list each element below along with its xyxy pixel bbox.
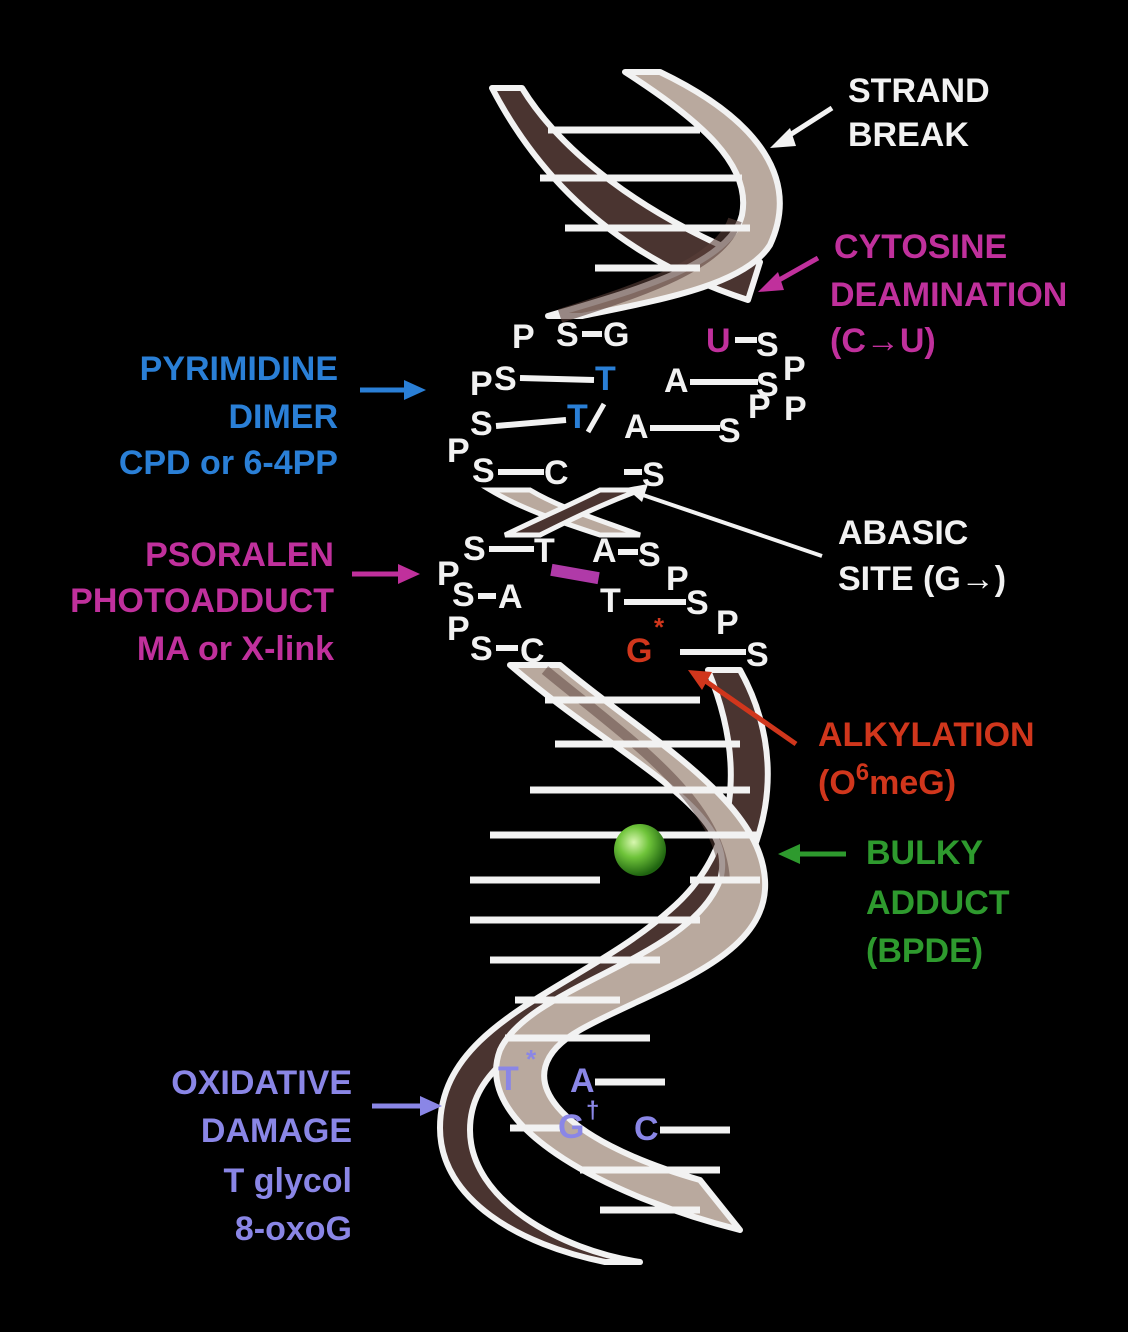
- label-psoralen: PSORALEN PHOTOADDUCT MA or X-link: [70, 536, 420, 668]
- base-a: A: [664, 362, 689, 400]
- base-t-glycol: T: [498, 1060, 519, 1098]
- strand-break-line-2: BREAK: [848, 116, 969, 154]
- alkylation-line-2: (O6meG): [818, 759, 956, 802]
- oxidative-star: *: [526, 1044, 537, 1074]
- abasic-line-2: SITE (G→): [838, 560, 1006, 598]
- base-p: P: [470, 365, 493, 403]
- bulky-line-2: ADDUCT: [866, 884, 1010, 922]
- base-p: P: [447, 610, 470, 648]
- pyrimidine-line-3: CPD or 6-4PP: [119, 444, 338, 482]
- oxidative-line-2: DAMAGE: [201, 1112, 352, 1150]
- base-s: S: [463, 530, 486, 568]
- label-alkylation: ALKYLATION (O6meG): [688, 670, 1035, 802]
- base-s: S: [470, 630, 493, 668]
- label-strand-break: STRAND BREAK: [770, 72, 990, 154]
- helix-bottom: [437, 662, 771, 1265]
- base-p: P: [716, 604, 739, 642]
- base-t-dimer: T: [567, 398, 588, 436]
- base-p: P: [784, 390, 807, 428]
- cytosine-line-2: DEAMINATION: [830, 276, 1067, 314]
- bulky-line-3: (BPDE): [866, 932, 983, 970]
- base-c: C: [634, 1110, 659, 1148]
- base-g-8oxo: G: [558, 1108, 584, 1146]
- base-p: P: [512, 318, 535, 356]
- abasic-arrow: [639, 492, 823, 558]
- base-letters: P S G U S P P S T A S P S T A S P P S C …: [437, 316, 807, 1148]
- base-a: A: [570, 1062, 595, 1100]
- base-s: S: [746, 636, 769, 674]
- base-c: C: [520, 632, 545, 670]
- base-s: S: [756, 326, 779, 364]
- bulky-line-1: BULKY: [866, 834, 983, 872]
- cytosine-line-3: (C→U): [830, 322, 936, 360]
- label-cytosine-deamination: CYTOSINE DEAMINATION (C→U): [758, 228, 1067, 360]
- base-a: A: [624, 408, 649, 446]
- base-s: S: [756, 366, 779, 404]
- base-s: S: [556, 316, 579, 354]
- oxidative-line-1: OXIDATIVE: [171, 1064, 352, 1102]
- base-t: T: [534, 532, 555, 570]
- oxidative-line-4: 8-oxoG: [235, 1210, 352, 1248]
- base-t: T: [600, 582, 621, 620]
- base-a: A: [498, 578, 523, 616]
- base-s: S: [718, 412, 741, 450]
- psoralen-crosslink: [550, 563, 600, 585]
- base-s: S: [470, 405, 493, 443]
- bulky-adduct-sphere: [614, 824, 666, 876]
- alkylation-arrow: [702, 677, 798, 747]
- base-c: C: [544, 454, 569, 492]
- label-abasic-site: ABASIC SITE (G→): [626, 484, 1006, 598]
- base-t-dimer: T: [595, 360, 616, 398]
- label-pyrimidine-dimer: PYRIMIDINE DIMER CPD or 6-4PP: [119, 350, 426, 482]
- base-g: G: [603, 316, 629, 354]
- cytosine-line-1: CYTOSINE: [834, 228, 1007, 266]
- base-p: P: [437, 555, 460, 593]
- psoralen-line-1: PSORALEN: [145, 536, 334, 574]
- base-g-alkylated: G: [626, 632, 652, 670]
- base-a: A: [592, 532, 617, 570]
- alkylation-line-1: ALKYLATION: [818, 716, 1035, 754]
- label-bulky-adduct: BULKY ADDUCT (BPDE): [778, 834, 1010, 970]
- base-s: S: [494, 360, 517, 398]
- base-p: P: [748, 388, 771, 426]
- base-s: S: [452, 576, 475, 614]
- base-s: S: [686, 584, 709, 622]
- base-s: S: [472, 452, 495, 490]
- base-p: P: [447, 432, 470, 470]
- base-s: S: [638, 536, 661, 574]
- abasic-line-1: ABASIC: [838, 514, 968, 552]
- helix-top: [489, 69, 783, 323]
- oxidative-line-3: T glycol: [224, 1162, 352, 1200]
- strand-break-line-1: STRAND: [848, 72, 990, 110]
- pyrimidine-line-1: PYRIMIDINE: [140, 350, 338, 388]
- base-u-deaminated: U: [706, 322, 731, 360]
- helix-crossover-1: [480, 487, 641, 538]
- base-p: P: [666, 560, 689, 598]
- label-oxidative-damage: OXIDATIVE DAMAGE T glycol 8-oxoG: [171, 1064, 442, 1248]
- psoralen-line-2: PHOTOADDUCT: [70, 582, 334, 620]
- base-p: P: [783, 350, 806, 388]
- oxidative-dagger: †: [586, 1097, 599, 1124]
- pyrimidine-line-2: DIMER: [228, 398, 338, 436]
- psoralen-line-3: MA or X-link: [137, 630, 334, 668]
- alkylation-star: *: [654, 612, 665, 642]
